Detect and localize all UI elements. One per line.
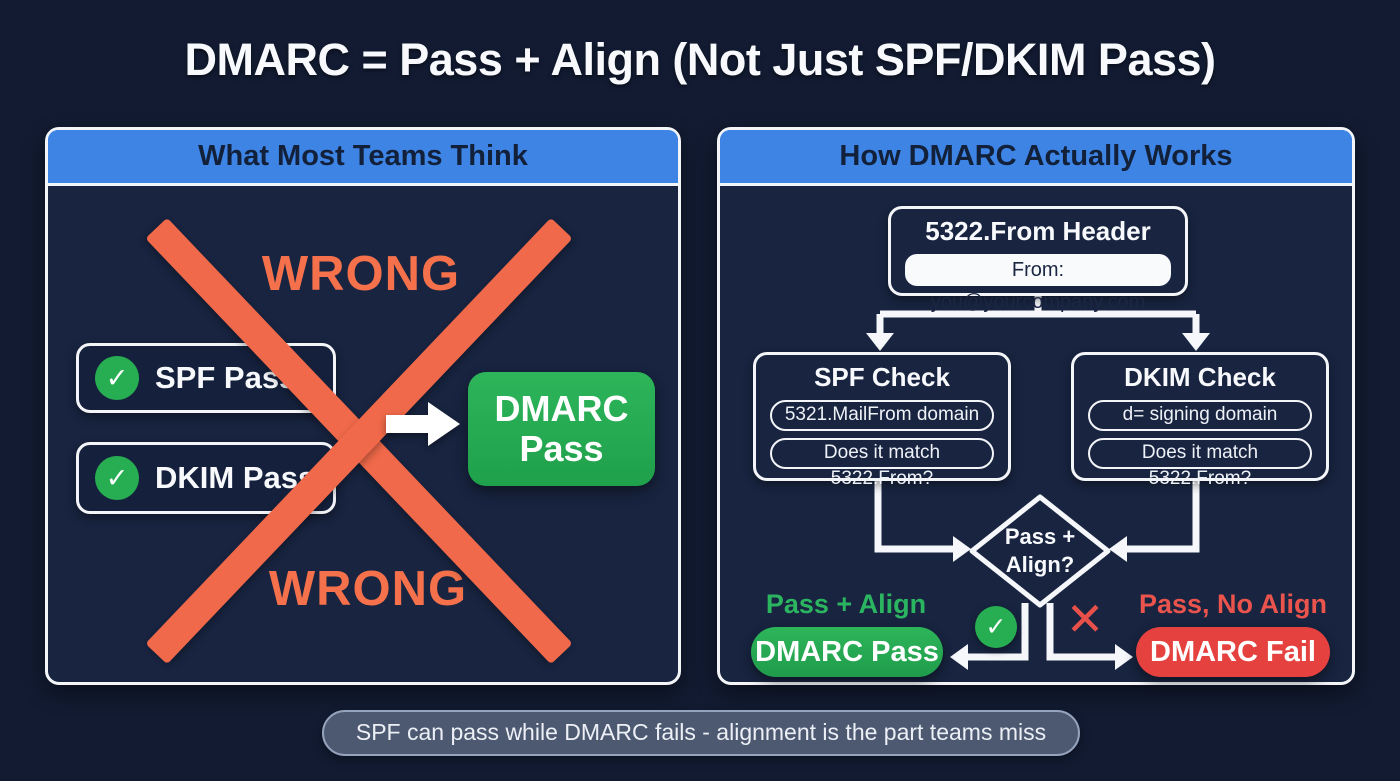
left-panel-header: What Most Teams Think [48, 130, 678, 186]
left-panel: What Most Teams Think WRONG WRONG ✓ SPF … [45, 127, 681, 685]
dmarc-fail-pill: DMARC Fail [1136, 627, 1330, 677]
right-panel-title: How DMARC Actually Works [839, 140, 1233, 172]
dkim-check-node: DKIM Check d= signing domain Does it mat… [1071, 352, 1329, 489]
check-circle-icon: ✓ [975, 606, 1017, 648]
dmarc-pass-pill: DMARC Pass [751, 627, 943, 677]
dkim-pass-label: DKIM Pass [155, 460, 316, 495]
wrong-label-top: WRONG [261, 247, 461, 301]
right-panel-header: How DMARC Actually Works [720, 130, 1352, 186]
dkim-check-row: d= signing domain [1088, 400, 1312, 431]
spf-check-node: SPF Check 5321.MailFrom domain Does it m… [753, 352, 1011, 489]
right-arrow-icon [386, 402, 460, 446]
wrong-label-bottom: WRONG [268, 562, 468, 616]
dmarc-pass-result-box: DMARC Pass [468, 372, 655, 486]
decision-line-1: Pass + [1004, 524, 1076, 549]
from-header-title: 5322.From Header [925, 216, 1151, 246]
right-panel: How DMARC Actually Works [717, 127, 1355, 685]
left-panel-body: WRONG WRONG ✓ SPF Pass ✓ DKIM Pass DMARC… [48, 186, 678, 681]
from-address-pill: From: you@yourcompany.com [905, 254, 1171, 313]
spf-check-title: SPF Check [814, 362, 950, 392]
fail-branch-label: Pass, No Align [1138, 589, 1328, 619]
x-icon: ✕ [1065, 593, 1105, 645]
flow-connectors [866, 296, 1210, 670]
result-line-2: Pass [519, 428, 604, 469]
check-glyph: ✓ [105, 462, 129, 493]
page-title: DMARC = Pass + Align (Not Just SPF/DKIM … [184, 34, 1216, 85]
spf-check-row: Does it match 5322.From? [770, 438, 994, 489]
check-glyph: ✓ [105, 362, 129, 393]
dkim-check-title: DKIM Check [1124, 362, 1276, 392]
check-circle-icon: ✓ [95, 356, 139, 400]
spf-check-row: 5321.MailFrom domain [770, 400, 994, 431]
check-glyph: ✓ [985, 613, 1007, 641]
decision-diamond [969, 494, 1111, 608]
check-circle-icon: ✓ [95, 456, 139, 500]
dkim-pass-box: ✓ DKIM Pass [76, 442, 336, 514]
footer-note: SPF can pass while DMARC fails - alignme… [322, 710, 1080, 756]
dkim-check-row: Does it match 5322.From? [1088, 438, 1312, 489]
pass-branch-label: Pass + Align [765, 589, 927, 619]
decision-diamond-label: Pass + Align? [970, 523, 1110, 578]
result-line-1: DMARC [494, 387, 629, 429]
left-panel-title: What Most Teams Think [198, 140, 528, 172]
decision-line-2: Align? [1005, 551, 1075, 577]
from-header-node: 5322.From Header From: you@yourcompany.c… [888, 206, 1188, 313]
right-panel-body: 5322.From Header From: you@yourcompany.c… [720, 186, 1352, 681]
